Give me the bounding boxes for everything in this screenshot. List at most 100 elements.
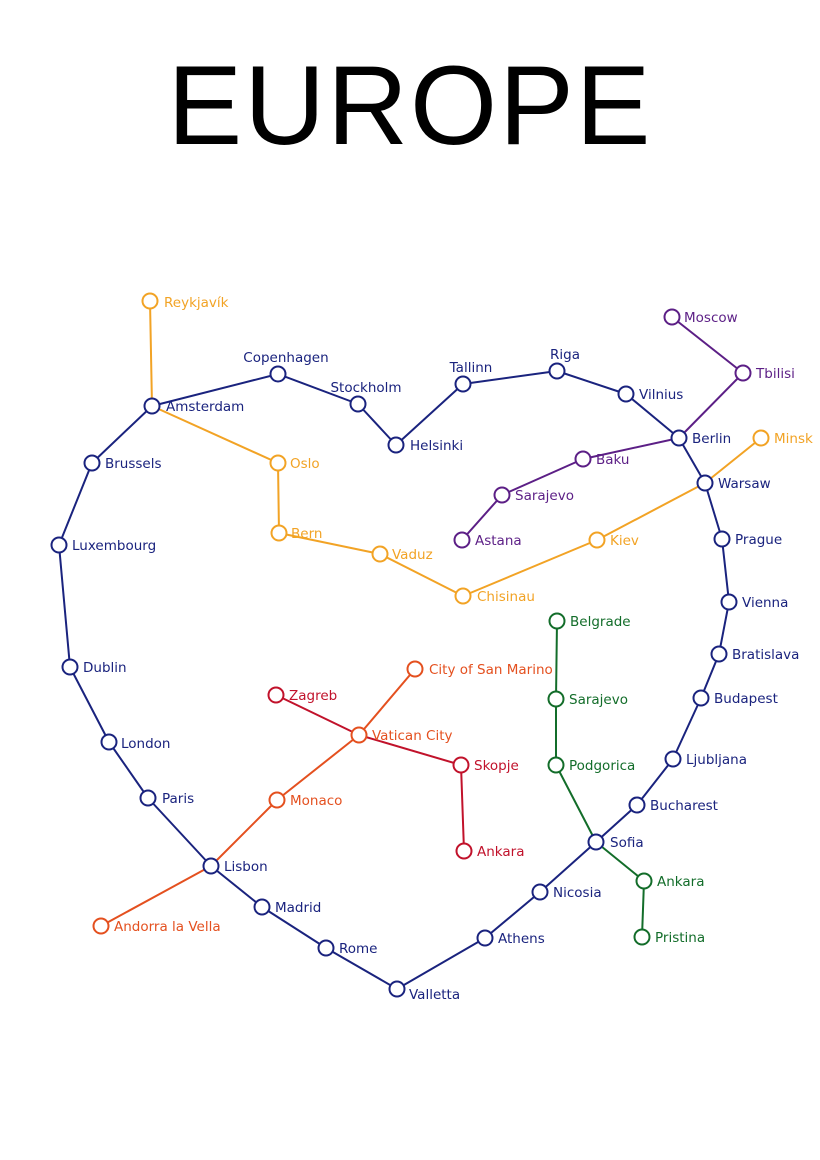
station-marker-sarajevo <box>493 486 511 504</box>
station-label-brussels: Brussels <box>105 456 162 472</box>
station-marker-monaco <box>268 791 286 809</box>
station-marker-belgrade <box>548 612 566 630</box>
station-marker-tallinn <box>454 375 472 393</box>
station-label-warsaw: Warsaw <box>718 476 771 492</box>
station-label-andorra-la-vella: Andorra la Vella <box>114 919 221 935</box>
station-marker-vatican-city <box>350 726 368 744</box>
station-marker-vienna <box>720 593 738 611</box>
station-label-oslo: Oslo <box>290 456 320 472</box>
station-label-ankara: Ankara <box>657 874 704 890</box>
station-label-luxembourg: Luxembourg <box>72 538 156 554</box>
station-marker-lisbon <box>202 857 220 875</box>
station-marker-tbilisi <box>734 364 752 382</box>
station-label-skopje: Skopje <box>474 758 519 774</box>
station-label-ljubljana: Ljubljana <box>686 752 747 768</box>
station-marker-bratislava <box>710 645 728 663</box>
station-marker-amsterdam <box>143 397 161 415</box>
station-marker-madrid <box>253 898 271 916</box>
station-label-ankara: Ankara <box>477 844 524 860</box>
station-marker-oslo <box>269 454 287 472</box>
station-marker-paris <box>139 789 157 807</box>
station-marker-london <box>100 733 118 751</box>
station-marker-bern <box>270 524 288 542</box>
station-label-sarajevo: Sarajevo <box>569 692 628 708</box>
station-marker-reykjavik <box>141 292 159 310</box>
station-marker-riga <box>548 362 566 380</box>
station-label-dublin: Dublin <box>83 660 127 676</box>
station-marker-rome <box>317 939 335 957</box>
station-marker-budapest <box>692 689 710 707</box>
station-label-kiev: Kiev <box>610 533 639 549</box>
station-label-nicosia: Nicosia <box>553 885 602 901</box>
station-marker-ankara <box>635 872 653 890</box>
station-label-amsterdam: Amsterdam <box>166 399 244 415</box>
station-label-monaco: Monaco <box>290 793 342 809</box>
station-label-prague: Prague <box>735 532 782 548</box>
station-label-copenhagen: Copenhagen <box>243 350 328 366</box>
station-marker-pristina <box>633 928 651 946</box>
station-marker-stockholm <box>349 395 367 413</box>
transit-line-1 <box>58 370 730 990</box>
station-label-belgrade: Belgrade <box>570 614 631 630</box>
station-marker-kiev <box>588 531 606 549</box>
station-label-madrid: Madrid <box>275 900 321 916</box>
station-label-rome: Rome <box>339 941 378 957</box>
station-marker-valletta <box>388 980 406 998</box>
station-label-tallinn: Tallinn <box>449 360 493 376</box>
station-marker-brussels <box>83 454 101 472</box>
station-marker-zagreb <box>267 686 285 704</box>
stations-layer: AmsterdamCopenhagenStockholmHelsinkiTall… <box>50 292 813 1003</box>
transit-line-6 <box>555 620 645 938</box>
station-label-reykjavik: Reykjavík <box>164 295 229 311</box>
station-marker-vaduz <box>371 545 389 563</box>
station-label-budapest: Budapest <box>714 691 778 707</box>
station-label-baku: Baku <box>596 452 630 468</box>
station-label-lisbon: Lisbon <box>224 859 268 875</box>
station-marker-chisinau <box>454 587 472 605</box>
station-label-vaduz: Vaduz <box>392 547 433 563</box>
station-marker-podgorica <box>547 756 565 774</box>
transit-line-3 <box>461 316 744 541</box>
station-marker-luxembourg <box>50 536 68 554</box>
station-label-vilnius: Vilnius <box>639 387 683 403</box>
station-label-vienna: Vienna <box>742 595 788 611</box>
station-marker-sarajevo <box>547 690 565 708</box>
station-label-chisinau: Chisinau <box>477 589 535 605</box>
station-marker-nicosia <box>531 883 549 901</box>
station-label-astana: Astana <box>475 533 522 549</box>
station-marker-moscow <box>663 308 681 326</box>
station-label-city-of-san-marino: City of San Marino <box>429 662 553 678</box>
transit-line-5 <box>275 694 465 852</box>
station-label-bucharest: Bucharest <box>650 798 718 814</box>
station-marker-astana <box>453 531 471 549</box>
station-label-paris: Paris <box>162 791 194 807</box>
station-label-athens: Athens <box>498 931 545 947</box>
station-label-bern: Bern <box>291 526 322 542</box>
station-marker-baku <box>574 450 592 468</box>
station-label-tbilisi: Tbilisi <box>755 366 795 382</box>
station-marker-athens <box>476 929 494 947</box>
station-label-riga: Riga <box>550 347 580 363</box>
station-marker-minsk <box>752 429 770 447</box>
station-label-vatican-city: Vatican City <box>372 728 453 744</box>
station-marker-ankara <box>455 842 473 860</box>
station-label-valletta: Valletta <box>409 987 460 1003</box>
station-marker-berlin <box>670 429 688 447</box>
station-label-minsk: Minsk <box>774 431 813 447</box>
poster-title: EUROPE <box>167 43 653 168</box>
station-label-moscow: Moscow <box>684 310 738 326</box>
station-label-sarajevo: Sarajevo <box>515 488 574 504</box>
station-marker-helsinki <box>387 436 405 454</box>
lines-layer <box>58 300 762 990</box>
station-label-berlin: Berlin <box>692 431 731 447</box>
station-marker-warsaw <box>696 474 714 492</box>
station-label-zagreb: Zagreb <box>289 688 337 704</box>
station-marker-city-of-san-marino <box>406 660 424 678</box>
station-label-sofia: Sofia <box>610 835 644 851</box>
station-marker-dublin <box>61 658 79 676</box>
station-label-bratislava: Bratislava <box>732 647 799 663</box>
station-marker-bucharest <box>628 796 646 814</box>
station-label-helsinki: Helsinki <box>410 438 463 454</box>
